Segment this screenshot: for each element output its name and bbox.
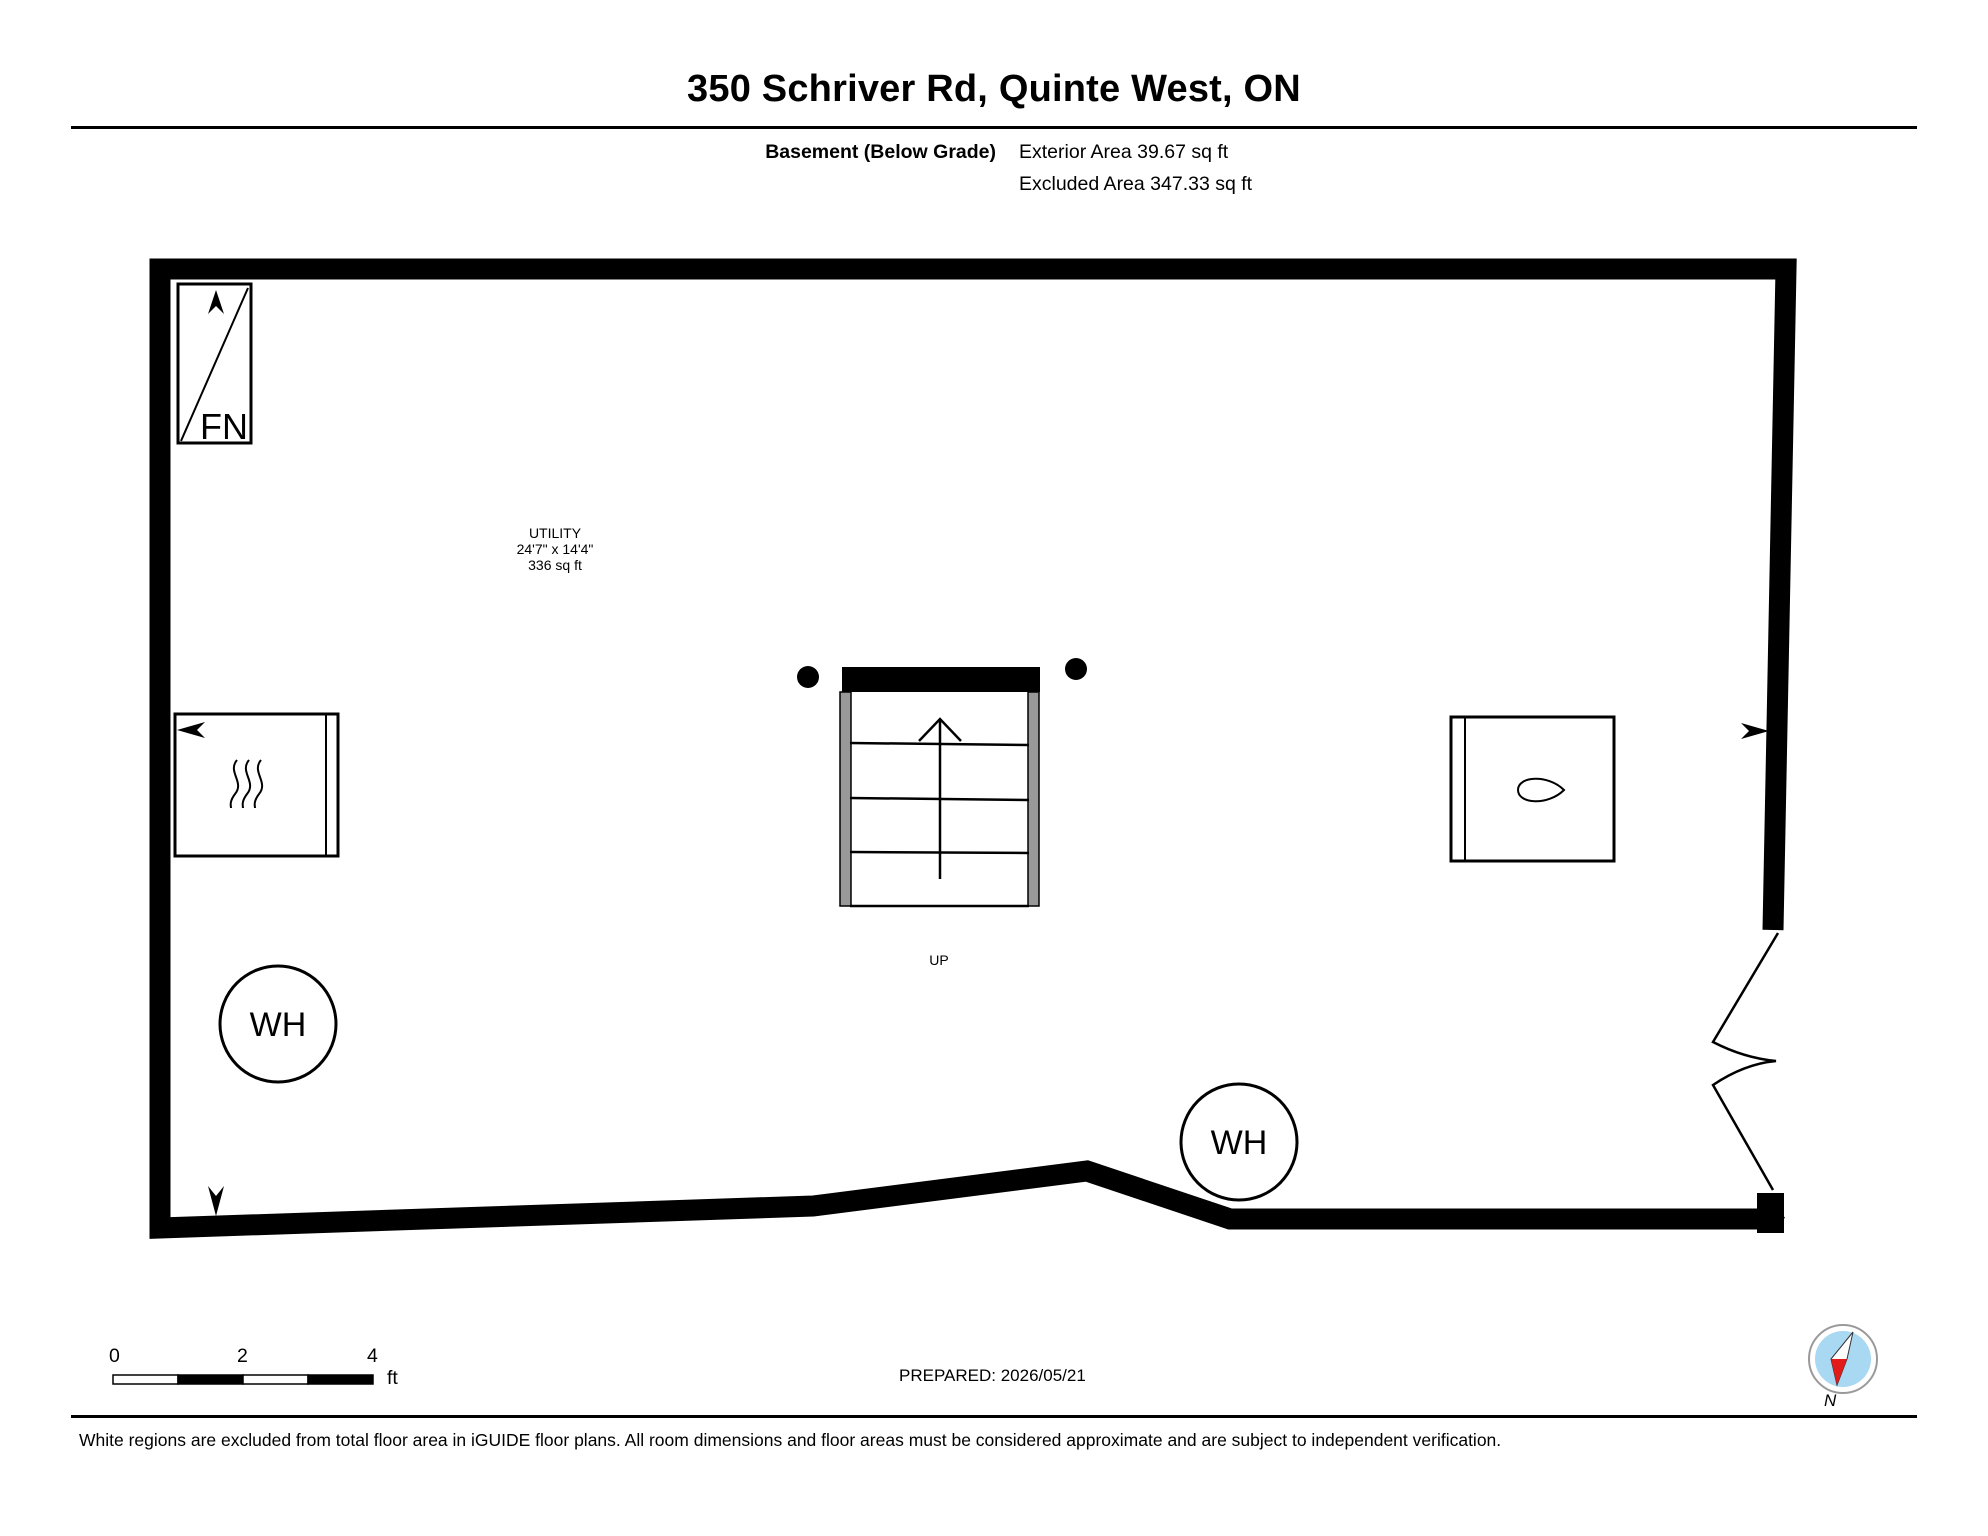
stairs: UP (839, 667, 1040, 968)
heat-waves-icon (229, 759, 264, 809)
page-title: 350 Schriver Rd, Quinte West, ON (687, 68, 1301, 110)
arrow-left-icon (177, 722, 205, 738)
arrow-up-icon (208, 290, 224, 314)
post (1065, 658, 1087, 680)
room-label: UTILITY 24'7" x 14'4" 336 sq ft (517, 525, 594, 573)
scale-tick-0: 0 (109, 1345, 120, 1367)
disclaimer: White regions are excluded from total fl… (79, 1430, 1502, 1450)
level-label: Basement (Below Grade) (765, 141, 996, 163)
scale-tick-4: 4 (367, 1345, 378, 1367)
header-divider (71, 126, 1917, 129)
bifold-door (1711, 932, 1780, 1191)
exterior-area: Exterior Area 39.67 sq ft (1019, 141, 1229, 163)
scale-unit: ft (387, 1367, 398, 1389)
water-heater-label: WH (1211, 1124, 1268, 1162)
scale-tick-2: 2 (237, 1345, 248, 1367)
post (797, 666, 819, 688)
stairs-label: UP (929, 952, 948, 968)
footer-divider (71, 1415, 1917, 1418)
stairs-arrow-icon (918, 717, 962, 742)
wall-outline (149, 258, 1797, 1239)
compass-label: N (1824, 1391, 1837, 1410)
water-heater-1: WH (218, 964, 338, 1084)
room-area: 336 sq ft (528, 557, 582, 573)
heater (173, 712, 340, 858)
room-name: UTILITY (529, 525, 582, 541)
water-drop-icon (1516, 777, 1566, 803)
arrow-down-icon (208, 1186, 224, 1216)
prepared-date: PREPARED: 2026/05/21 (899, 1366, 1086, 1385)
furnace-label: FN (200, 406, 248, 447)
compass (1808, 1324, 1878, 1394)
room-dimensions: 24'7" x 14'4" (517, 541, 594, 557)
door-jamb (1757, 1193, 1784, 1233)
scale-bar (112, 1374, 374, 1385)
furnace: FN (176, 282, 253, 447)
water-heater-label: WH (250, 1006, 307, 1044)
sump-pump (1449, 715, 1616, 863)
arrow-right-icon (1741, 723, 1769, 739)
water-heater-2: WH (1179, 1082, 1299, 1202)
excluded-area: Excluded Area 347.33 sq ft (1019, 173, 1253, 195)
exterior-walls (149, 258, 1797, 1239)
